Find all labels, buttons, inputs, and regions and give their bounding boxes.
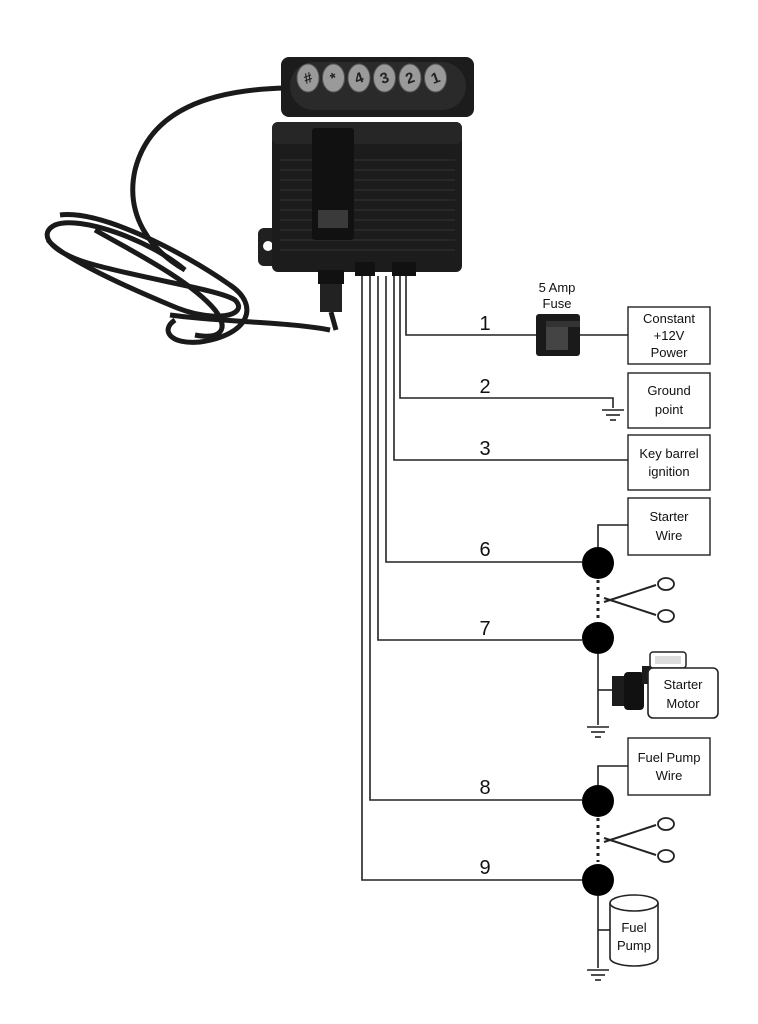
ignition-label-line1: Key barrel bbox=[639, 446, 698, 461]
wire-number-2: 2 bbox=[479, 376, 490, 398]
scissors-icon bbox=[603, 817, 675, 863]
wire-number-9: 9 bbox=[479, 857, 490, 879]
ground-symbol bbox=[587, 726, 609, 738]
wire-number-8: 8 bbox=[479, 777, 490, 799]
fuel-pump-wire-box: Fuel Pump Wire bbox=[627, 737, 711, 796]
keypad-key: # bbox=[296, 63, 320, 93]
fuel-pump-wire-label-line2: Wire bbox=[656, 768, 683, 783]
keypad-key: 4 bbox=[347, 63, 371, 93]
fuse-label-line2: Fuse bbox=[543, 296, 572, 311]
ignition-label-line2: ignition bbox=[648, 464, 689, 479]
splice-node-7 bbox=[582, 622, 614, 654]
fuel-pump-wire-label-line1: Fuel Pump bbox=[638, 750, 701, 765]
splice-node-8 bbox=[582, 785, 614, 817]
ground-symbol bbox=[587, 969, 609, 981]
starter-wire-label-line1: Starter bbox=[649, 509, 689, 524]
keypad-key: 1 bbox=[424, 63, 447, 93]
wire-number-7: 7 bbox=[479, 618, 490, 640]
wire-number-6: 6 bbox=[479, 539, 490, 561]
power-box: Constant +12V Power bbox=[627, 306, 711, 365]
power-label-line3: Power bbox=[651, 345, 689, 360]
keypad-key-label: * bbox=[328, 69, 339, 87]
ground-label-line2: point bbox=[655, 402, 684, 417]
connector-plug bbox=[318, 270, 344, 331]
scissors-icon bbox=[603, 577, 675, 623]
starter-wire-box: Starter Wire bbox=[627, 497, 711, 556]
wire-number-1: 1 bbox=[479, 313, 490, 335]
splice-node-9 bbox=[582, 864, 614, 896]
fuel-pump-icon: Fuel Pump bbox=[609, 894, 659, 967]
starter-wire-label-line2: Wire bbox=[656, 528, 683, 543]
keypad-key: 3 bbox=[373, 63, 396, 93]
fuse-label-line1: 5 Amp bbox=[539, 280, 576, 295]
fuel-pump-label-line1: Fuel bbox=[621, 920, 646, 935]
starter-motor-label-line1: Starter bbox=[663, 677, 703, 692]
splice-node-6 bbox=[582, 547, 614, 579]
fuel-pump-label-line2: Pump bbox=[617, 938, 651, 953]
starter-motor-label-line2: Motor bbox=[666, 696, 700, 711]
wire-number-3: 3 bbox=[479, 438, 490, 460]
fuse: 5 Amp Fuse bbox=[536, 280, 628, 356]
keypad-key: 2 bbox=[398, 63, 422, 93]
power-label-line2: +12V bbox=[654, 328, 685, 343]
ground-label-line1: Ground bbox=[647, 383, 690, 398]
ground-box: Ground point bbox=[627, 372, 711, 429]
starter-motor-box: Starter Motor bbox=[647, 667, 719, 719]
ground-symbol bbox=[602, 409, 624, 421]
control-unit bbox=[258, 122, 462, 276]
ignition-box: Key barrel ignition bbox=[627, 434, 711, 491]
wire-bundle bbox=[361, 276, 628, 881]
keypad-key: * bbox=[322, 63, 345, 93]
coiled-cable bbox=[44, 85, 331, 345]
power-label-line1: Constant bbox=[643, 311, 695, 326]
